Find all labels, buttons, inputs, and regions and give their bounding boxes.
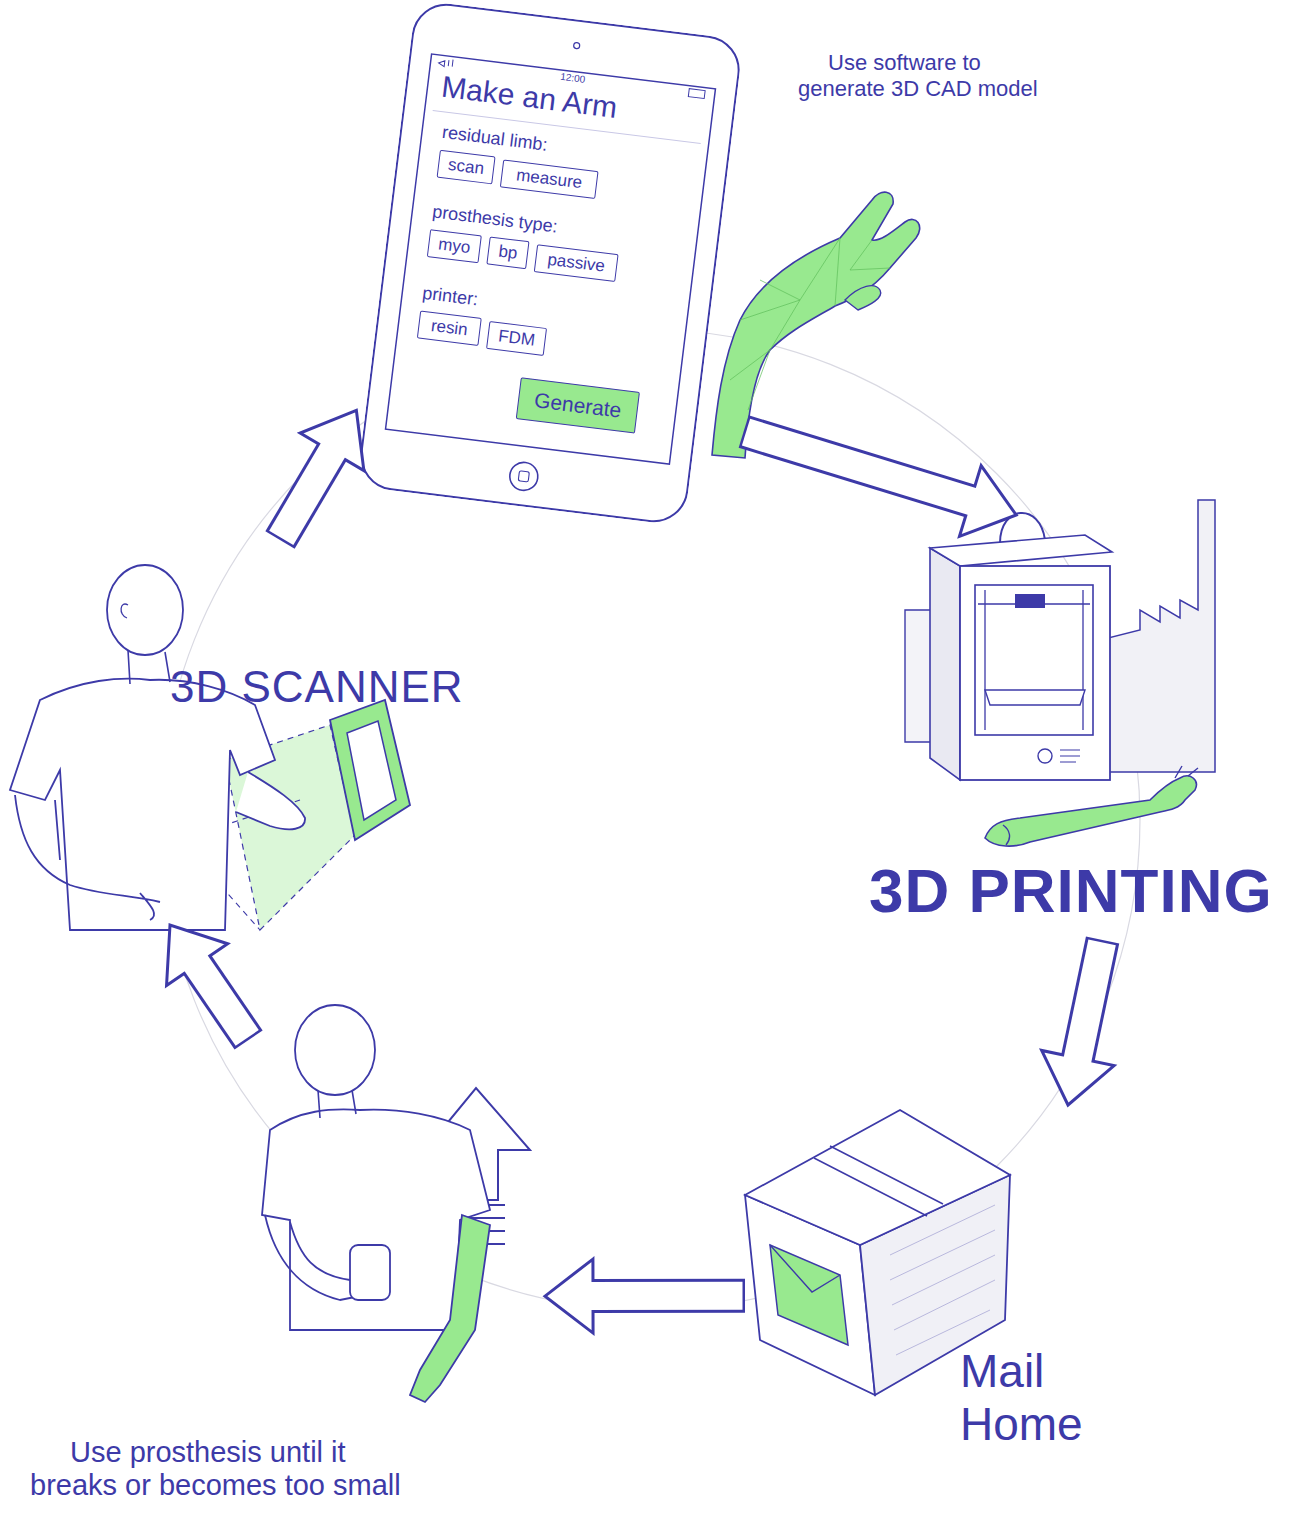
shirt xyxy=(10,679,275,930)
cycle-arrow xyxy=(744,432,1017,537)
arrow-shaft-fill xyxy=(1077,942,1102,1061)
signal-icon xyxy=(438,58,453,68)
printer-window xyxy=(975,585,1093,735)
scanner-window xyxy=(347,721,396,820)
stage-panel: Mail Home xyxy=(745,1105,1125,1465)
scanner-person-illustration xyxy=(10,565,410,930)
home-button xyxy=(508,461,539,492)
prosthetic-arm xyxy=(410,1215,490,1402)
printed-arm xyxy=(985,776,1196,846)
handheld-scanner xyxy=(330,700,410,840)
factory-silhouette xyxy=(1100,500,1215,772)
tablet-body xyxy=(357,1,742,525)
stage-panel: 3D SCANNER xyxy=(10,540,510,925)
arrow-shaft-fill xyxy=(746,432,974,502)
printer-illustration xyxy=(905,500,1215,846)
cycle-arrow xyxy=(545,1259,745,1333)
arrow-head xyxy=(545,1259,593,1333)
printer-side xyxy=(930,548,960,780)
head xyxy=(295,1005,375,1095)
build-plate xyxy=(985,690,1085,705)
button-label: bp xyxy=(487,238,528,268)
printer-front xyxy=(960,566,1110,780)
tablet-screen xyxy=(386,54,716,464)
tablet-app: 12:00Make an Armresidual limb:prosthesis… xyxy=(356,0,743,526)
parcel-hatching xyxy=(890,1205,995,1355)
arrow-shaft-fill xyxy=(195,961,247,1038)
envelope-flap xyxy=(770,1245,840,1292)
arrow-shaft-outline xyxy=(280,452,332,540)
cycle-arrow xyxy=(167,925,249,1040)
cycle-arrow xyxy=(280,410,364,540)
arrow-shaft-outline xyxy=(197,965,249,1040)
parcel-top xyxy=(745,1110,1010,1245)
print-head xyxy=(1015,594,1045,608)
arrow-head xyxy=(959,466,1016,537)
arrow-shaft-fill xyxy=(281,448,334,538)
parcel-tape xyxy=(814,1146,943,1216)
step-note: Use prosthesis until it breaks or become… xyxy=(30,1436,415,1503)
cycle-arrow xyxy=(1042,940,1114,1105)
arrow-shaft-fill xyxy=(589,1282,743,1310)
arrow-head xyxy=(300,410,364,470)
control-knob xyxy=(1038,749,1052,763)
hanging-arm xyxy=(15,795,160,920)
stage-label: 3D PRINTING xyxy=(869,855,1297,926)
button-label: FDM xyxy=(487,322,546,355)
arrow-shaft-outline xyxy=(744,432,971,501)
ear xyxy=(121,604,128,618)
arrow-head xyxy=(1042,1050,1114,1105)
battery-icon xyxy=(688,89,705,99)
control-panel xyxy=(1060,750,1080,762)
home-icon xyxy=(518,471,529,482)
drink-can xyxy=(350,1245,390,1300)
mesh-lines xyxy=(730,238,890,410)
printed-fingers xyxy=(1003,766,1198,845)
button-label: scan xyxy=(438,151,495,183)
green-hand xyxy=(712,192,920,458)
annotation-note: Use software to generate 3D CAD model xyxy=(798,50,1053,103)
stage-label: 3D SCANNER xyxy=(170,662,510,713)
button-label: myo xyxy=(428,230,481,262)
option-button: bp xyxy=(486,236,529,269)
head xyxy=(107,565,183,655)
user-person-illustration xyxy=(262,1005,530,1402)
bent-arm xyxy=(265,1215,360,1300)
arrow-shaft-outline xyxy=(1078,940,1103,1058)
printer-top xyxy=(930,535,1112,566)
stage-panel: Use prosthesis until it breaks or become… xyxy=(25,1040,545,1510)
extended-arm xyxy=(236,772,305,829)
stage-label: Mail Home xyxy=(960,1345,1100,1451)
printer-rods xyxy=(978,590,1090,730)
hand-illustration xyxy=(712,192,920,458)
arrow-shaft-outline xyxy=(593,1279,745,1313)
arrow-head xyxy=(167,925,228,986)
stage-panel: 3D PRINTING xyxy=(865,515,1297,940)
camera-dot xyxy=(573,42,580,49)
envelope xyxy=(770,1245,848,1345)
curled-finger xyxy=(845,286,881,310)
